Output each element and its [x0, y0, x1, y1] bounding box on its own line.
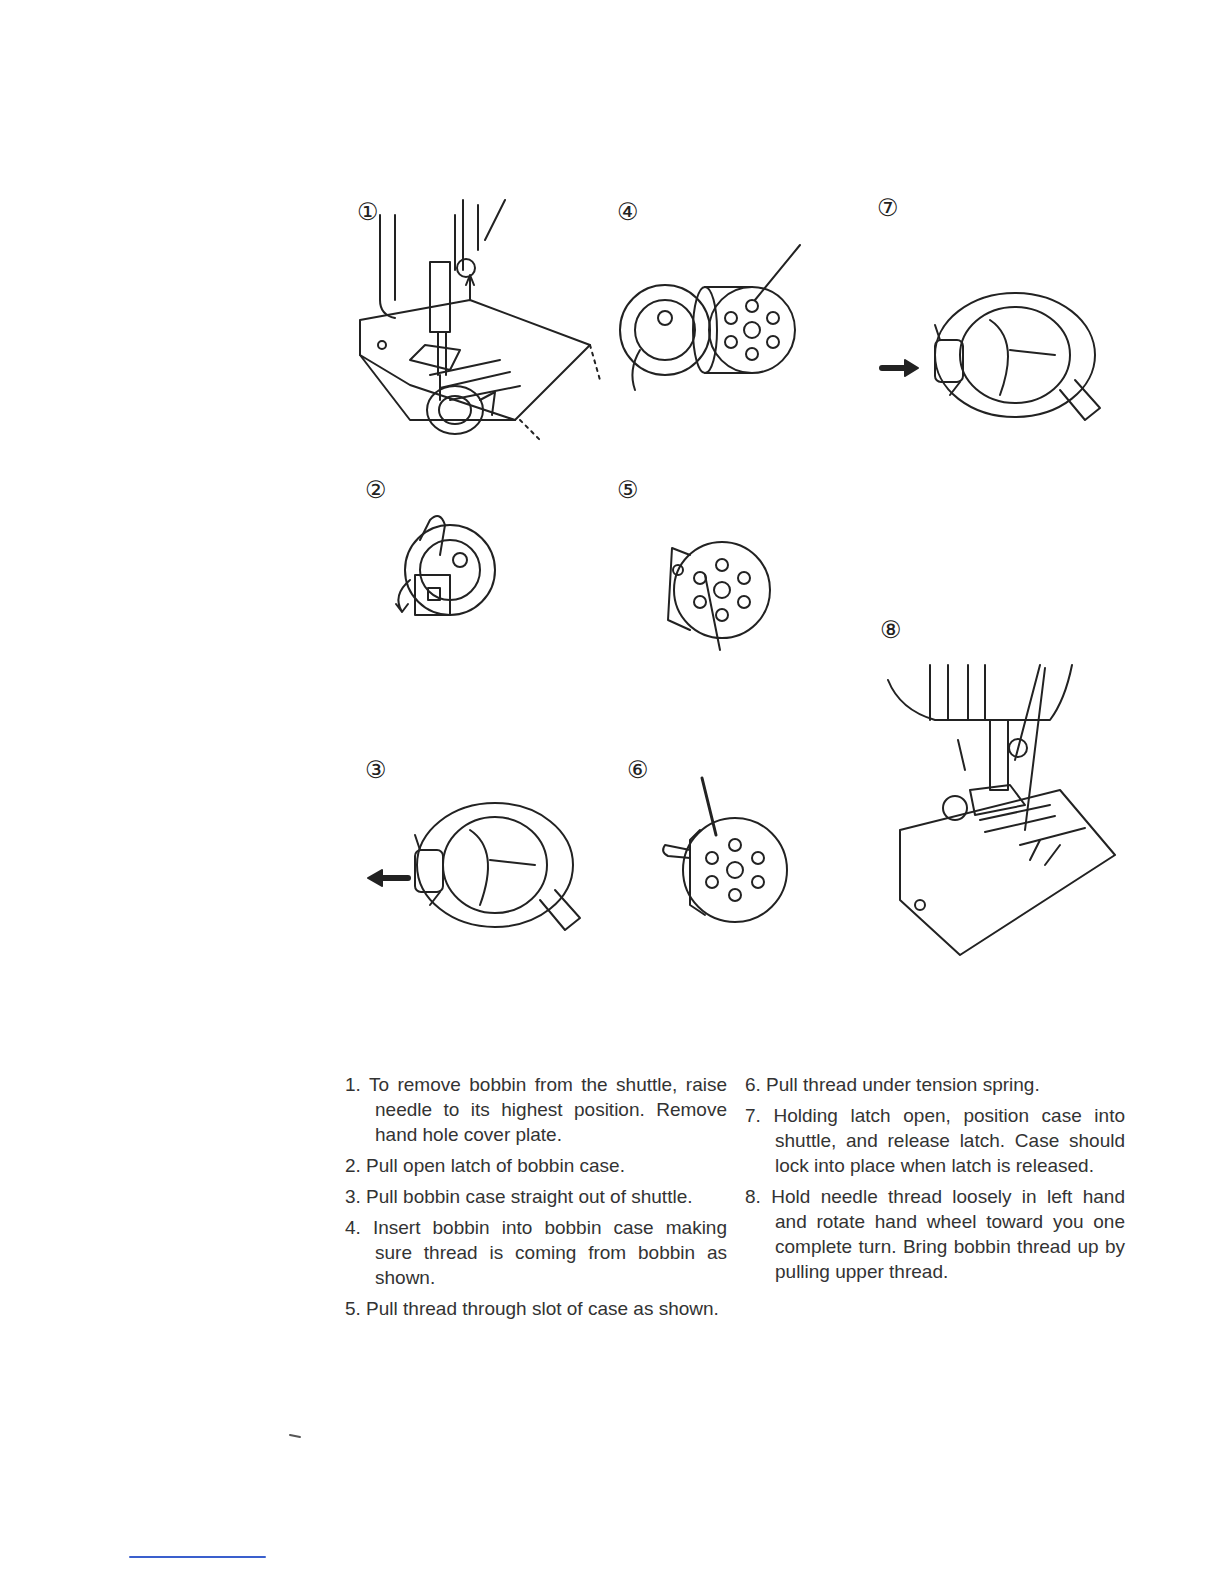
callout-number: ⑦: [877, 196, 899, 220]
callout-number: ①: [357, 200, 379, 224]
instruction-step: 6. Pull thread under tension spring.: [745, 1072, 1125, 1097]
callout-number: ④: [617, 200, 639, 224]
instruction-step: 7. Holding latch open, position case int…: [745, 1103, 1125, 1178]
instruction-step: 5. Pull thread through slot of case as s…: [345, 1296, 727, 1321]
thread-slot-figure: [668, 542, 770, 650]
page-mark: [290, 1435, 300, 1437]
case-remove-figure: [368, 803, 580, 930]
case-insert-figure: [882, 293, 1100, 420]
callout-number: ③: [365, 758, 387, 782]
instruction-step: 8. Hold needle thread loosely in left ha…: [745, 1184, 1125, 1284]
instruction-step: 2. Pull open latch of bobbin case.: [345, 1153, 727, 1178]
bobbin-thread-up-figure: [888, 665, 1115, 955]
page-rule: [130, 1556, 265, 1558]
callout-number: ⑥: [627, 758, 649, 782]
bobbin-insert-figure: [620, 245, 800, 390]
machine-head-figure: [360, 200, 600, 440]
callout-number: ②: [365, 478, 387, 502]
instruction-step: 3. Pull bobbin case straight out of shut…: [345, 1184, 727, 1209]
callout-number: ⑧: [880, 618, 902, 642]
instruction-step: 1. To remove bobbin from the shuttle, ra…: [345, 1072, 727, 1147]
callout-number: ⑤: [617, 478, 639, 502]
latch-open-figure: [396, 516, 495, 615]
instruction-step: 4. Insert bobbin into bobbin case making…: [345, 1215, 727, 1290]
instruction-column: 6. Pull thread under tension spring. 7. H…: [745, 1072, 1125, 1290]
tension-spring-figure: [663, 778, 787, 922]
instruction-column: 1. To remove bobbin from the shuttle, ra…: [345, 1072, 727, 1327]
